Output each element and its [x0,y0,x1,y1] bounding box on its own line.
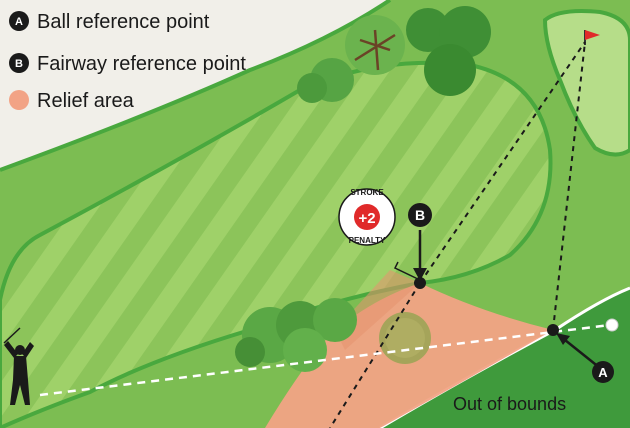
penalty-top: STROKE [350,188,384,197]
putting-green [542,9,630,157]
golf-ball-icon [605,318,619,332]
out-of-play-area [0,0,390,170]
fairway-reference-point [414,277,426,289]
reference-lines [329,41,586,428]
stroke-penalty-badge: STROKE +2 PENALTY [338,188,396,246]
legend-label: Fairway reference point [37,53,246,75]
arrow-a [556,333,570,345]
svg-text:B: B [415,207,425,223]
legend: A Ball reference point B Fairway referen… [9,11,246,112]
badge-b-icon [9,53,29,73]
legend-item-b: B Fairway reference point [9,53,246,75]
legend-item-relief: Relief area [9,90,135,112]
legend-item-a: A Ball reference point [9,11,210,33]
ball-path [39,323,611,397]
arrow-b [413,268,427,281]
fairway [0,60,553,428]
svg-text:B: B [15,58,23,70]
tree-icon [297,6,491,103]
out-of-bounds-label: Out of bounds [453,394,566,414]
marker-a: A [592,361,614,383]
badge-a-icon [9,11,29,31]
tree-icon [235,298,357,372]
legend-label: Ball reference point [37,11,210,33]
marker-b: B [408,203,432,227]
relief-wedge [335,270,420,350]
relief-swatch [9,90,29,110]
penalty-value: +2 [358,210,375,227]
svg-text:A: A [15,16,23,28]
svg-text:A: A [598,365,608,380]
legend-label: Relief area [37,90,135,112]
penalty-bottom: PENALTY [349,236,386,245]
golfer-icon [3,327,34,405]
